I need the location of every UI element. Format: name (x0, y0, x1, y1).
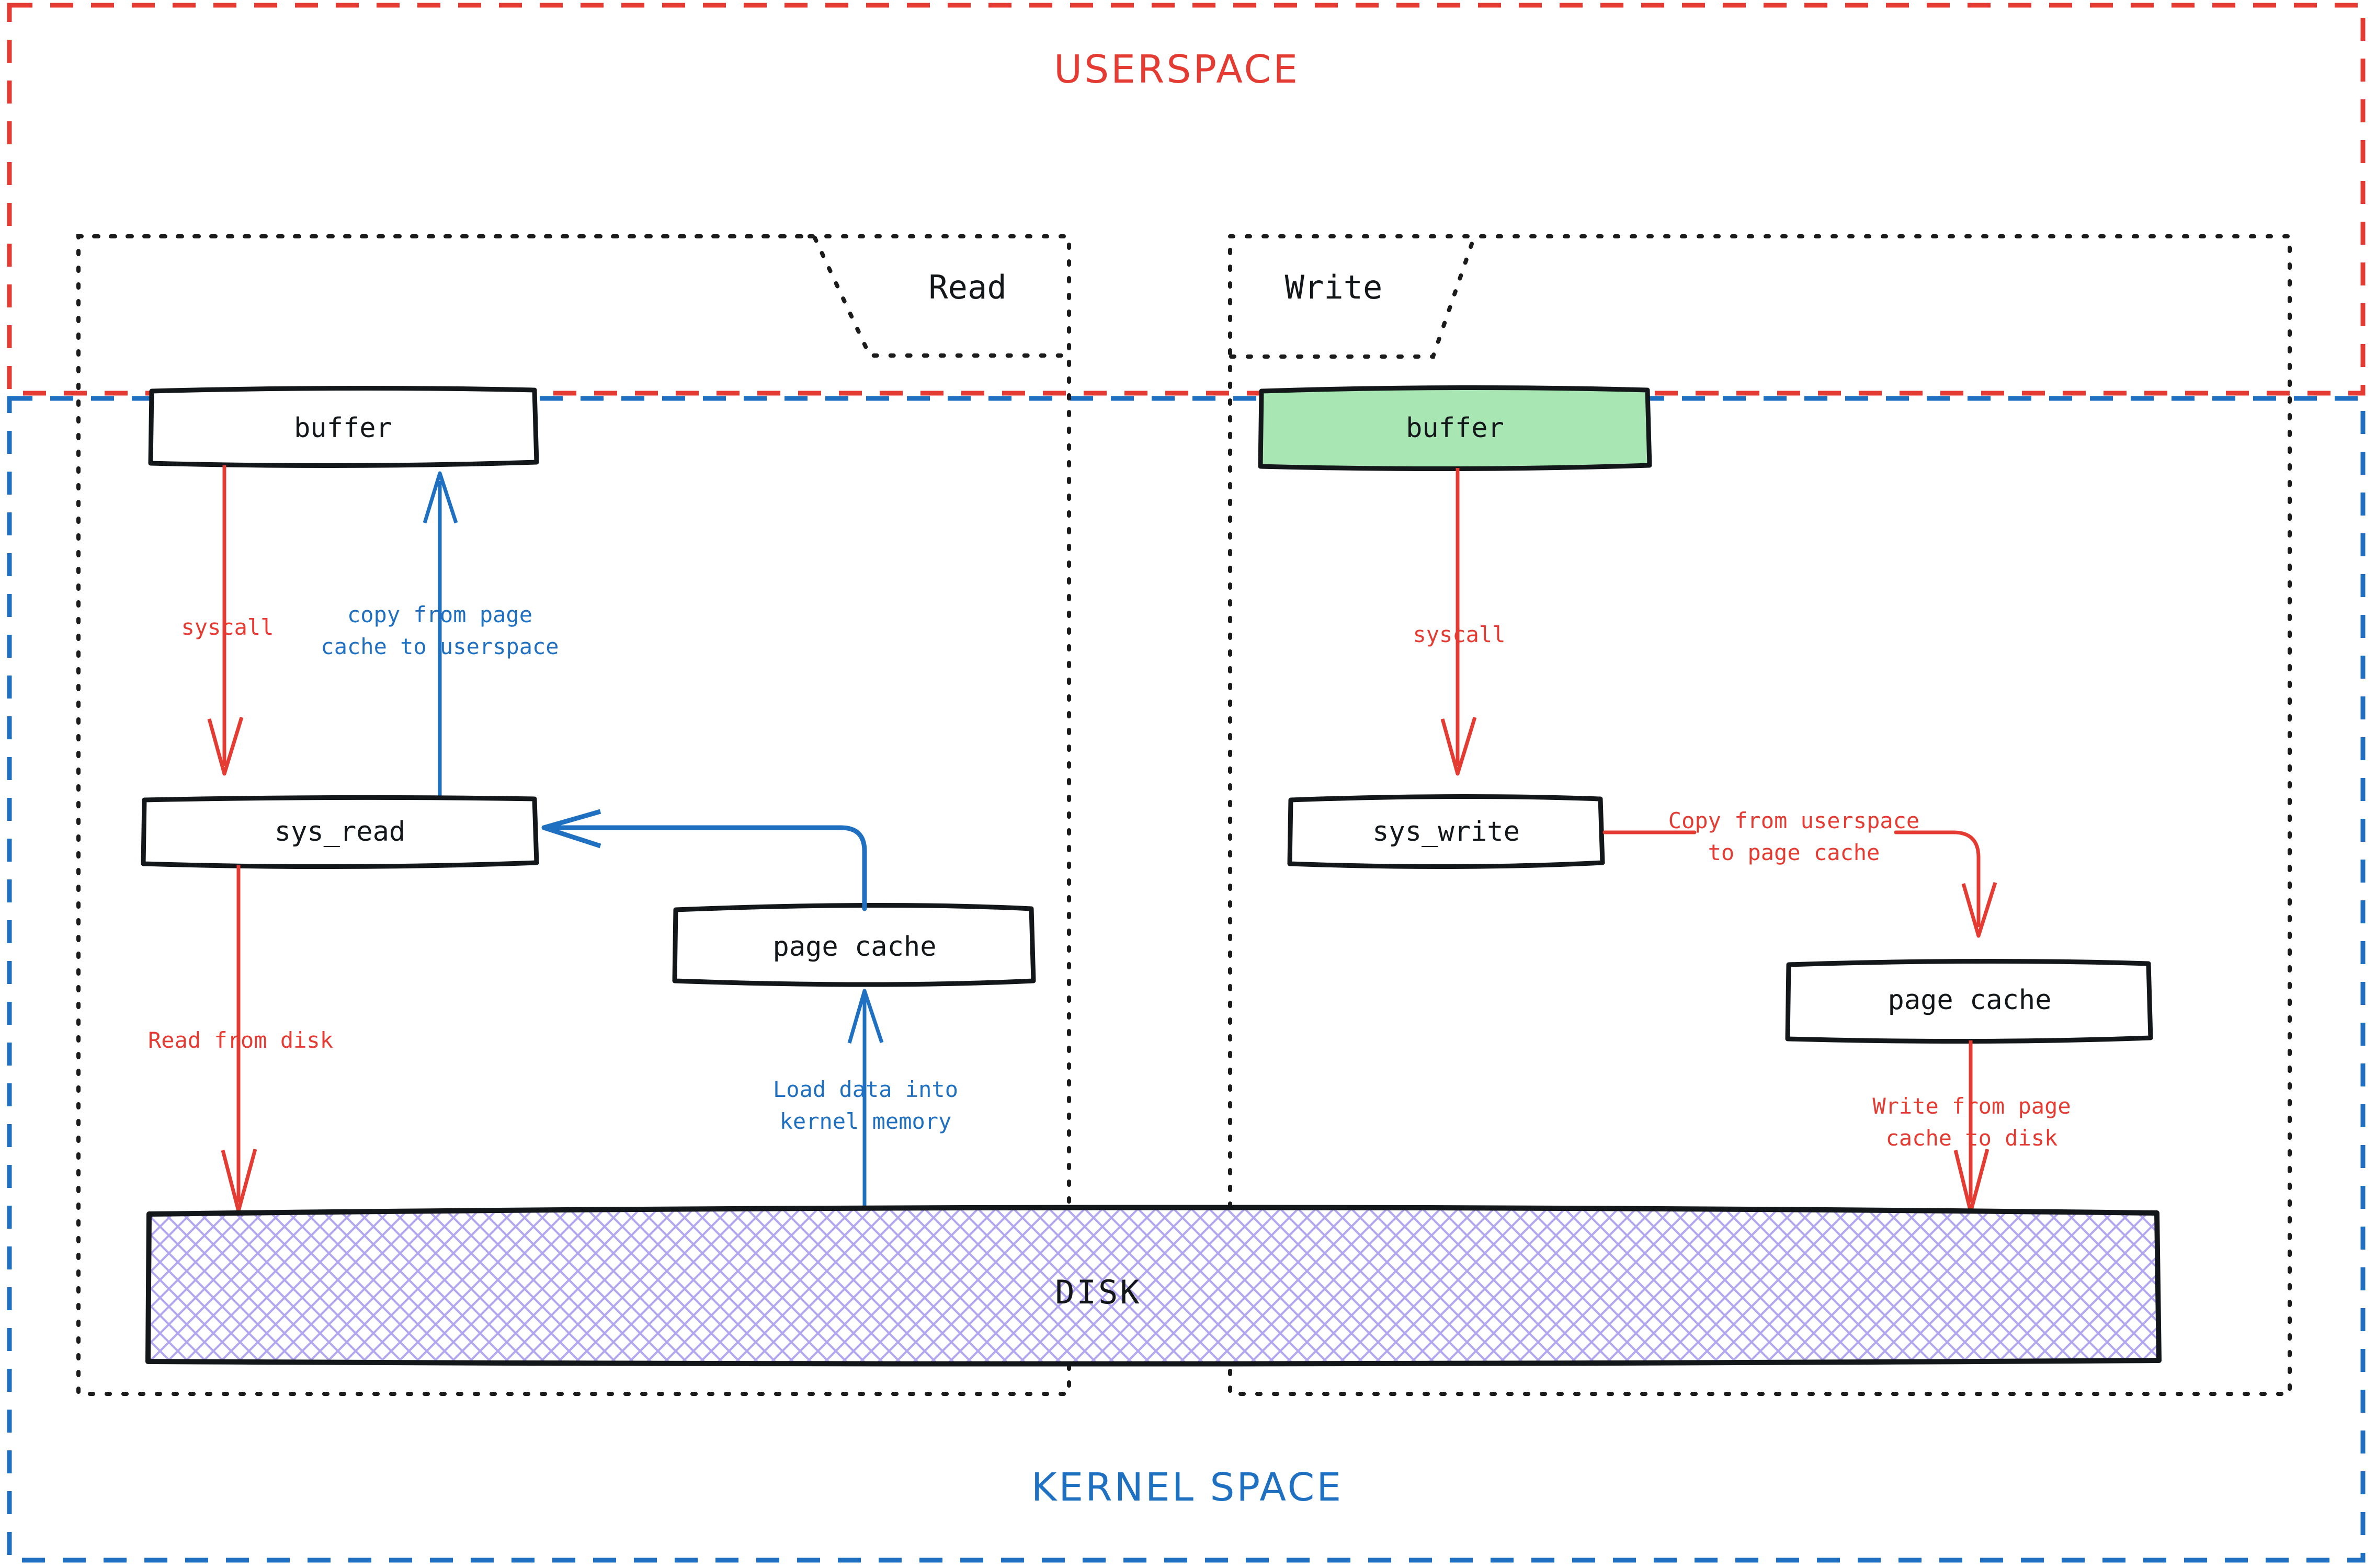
write-page-cache-label: page cache (1888, 985, 2052, 1016)
disk-box (145, 1205, 2162, 1367)
load-into-kernel-memory-label: Load data into kernel memory (772, 1077, 958, 1134)
copy-userspace-to-page-cache-arrowhead (1961, 882, 1997, 938)
write-group-tab-label: Write (1284, 268, 1383, 306)
sys-read-box (141, 795, 539, 869)
userspace-title: USERSPACE (1054, 47, 1300, 92)
read-group-tab-label: Read (928, 268, 1007, 306)
read-copy-to-userspace-label: copy from page cache to userspace (321, 602, 559, 659)
read-buffer-box (148, 385, 539, 468)
sys-write-label: sys_write (1372, 816, 1520, 848)
copy-userspace-to-page-cache-elbow (1602, 830, 1981, 928)
read-syscall-label: syscall (181, 614, 274, 640)
read-group-outline (76, 234, 1071, 1396)
write-tab-outline (1229, 236, 1476, 359)
write-page-cache-box (1785, 958, 2153, 1044)
write-page-cache-to-disk-label: Write from page cache to disk (1872, 1093, 2071, 1151)
kernel-boundary (7, 396, 2366, 1563)
read-buffer-label: buffer (294, 413, 392, 444)
copy-userspace-to-page-cache-label: Copy from userspace to page cache (1668, 808, 1920, 865)
read-syscall-arrowhead (207, 716, 244, 776)
kernel-space-title: KERNEL SPACE (1031, 1465, 1344, 1510)
load-into-kernel-memory-arrowhead (847, 989, 884, 1044)
disk-label: DISK (1055, 1273, 1142, 1311)
write-buffer-box (1258, 385, 1652, 472)
read-copy-arrowhead (423, 471, 458, 524)
page-cache-to-sys-read-arrowhead (541, 809, 601, 849)
read-page-cache-box (672, 902, 1036, 987)
write-syscall-arrowhead (1440, 716, 1477, 776)
write-syscall-label: syscall (1413, 622, 1506, 647)
sys-write-box (1287, 794, 1605, 869)
page-cache-to-sys-read-elbow (552, 825, 867, 911)
sys-read-label: sys_read (274, 816, 406, 848)
write-buffer-label: buffer (1406, 413, 1504, 444)
read-from-disk-label: Read from disk (147, 1027, 333, 1053)
userspace-boundary (7, 3, 2366, 396)
read-page-cache-label: page cache (772, 931, 937, 963)
write-group-outline (1228, 234, 2292, 1396)
